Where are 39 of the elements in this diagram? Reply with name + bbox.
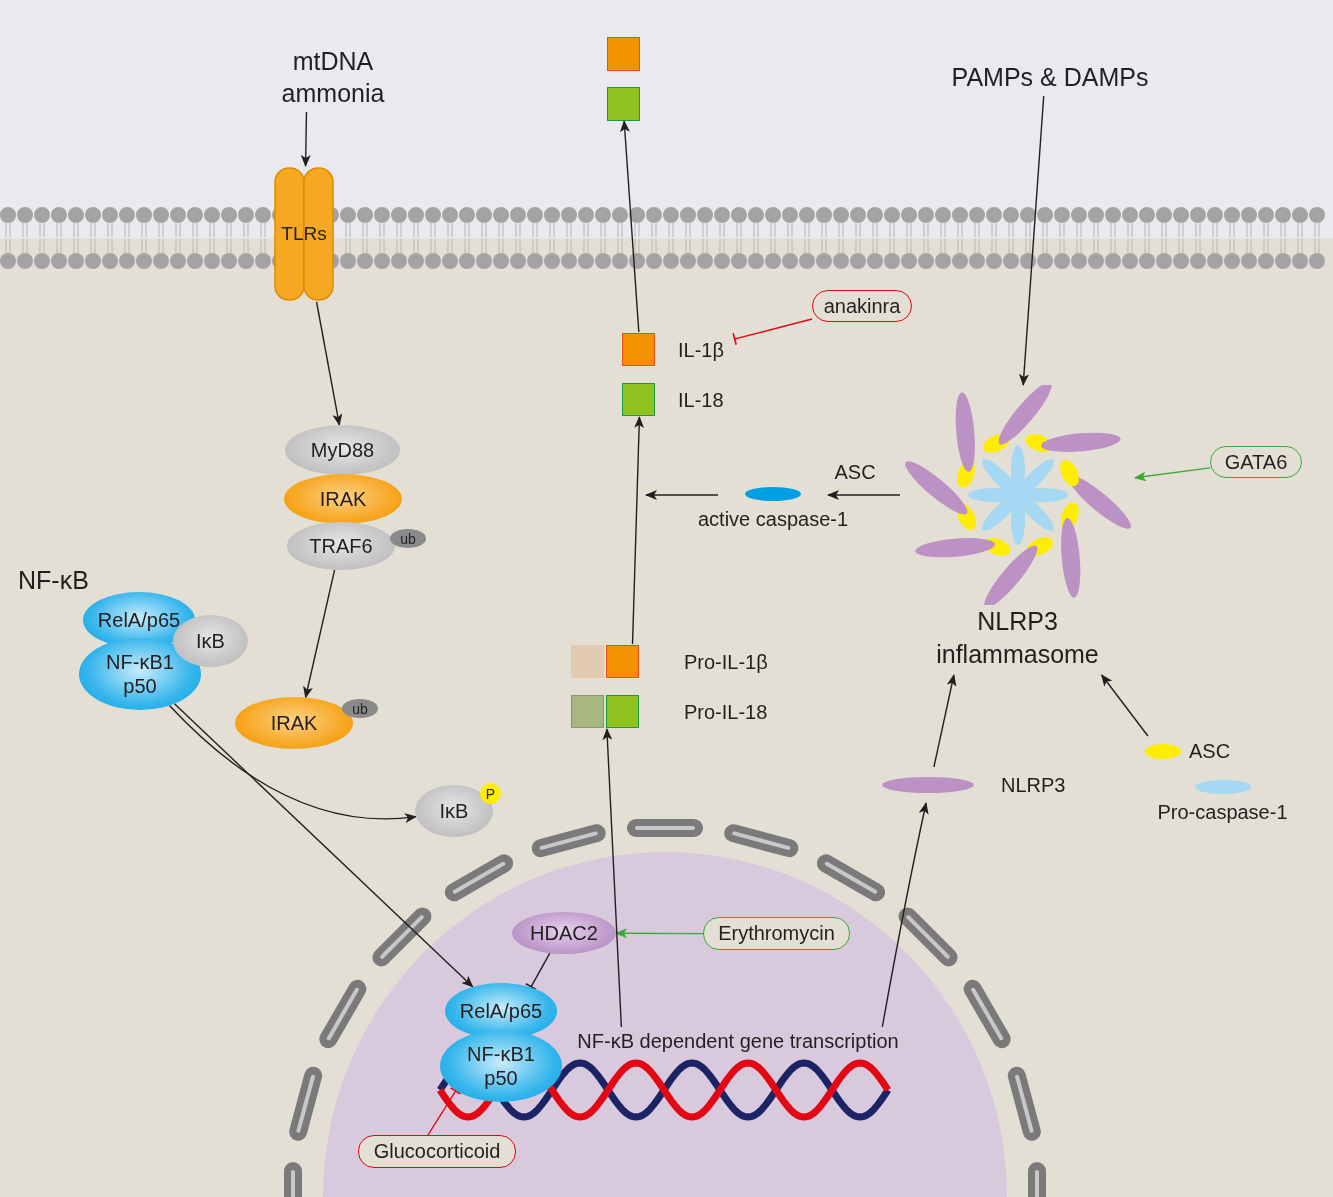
molecule-label: IL-1β [678,337,724,362]
cytokine-square [607,37,640,71]
stimulus-label: mtDNA ammonia [268,42,398,112]
molecule-label: Pro-caspase-1 [1157,800,1288,824]
arrow [315,301,343,426]
arrow [933,674,957,768]
stimulus-label: PAMPs & DAMPs [935,58,1165,96]
arrow [602,728,623,1028]
molecule-label: NLRP3 [1001,773,1066,797]
arrow [1100,674,1149,737]
complex-label: NLRP3 inflammasome [935,606,1100,670]
arrow [881,802,929,1028]
arrow [303,569,336,699]
inhibition-line [732,318,813,345]
arrow [827,490,901,500]
arrow [173,703,474,988]
complex-label: NF-κB [18,566,89,595]
molecule-label: active caspase-1 [697,507,849,531]
inhibition-line [525,952,551,991]
arrow [1019,95,1045,386]
arrow [615,928,704,939]
arrow [168,704,417,823]
receptor-label: TLRs [281,223,327,245]
arrow [619,120,640,333]
inhibition-line [427,1087,462,1136]
drug-label-box: anakinra [812,290,912,322]
molecule-label: ASC [1189,739,1231,763]
drug-label-box: Glucocorticoid [358,1135,516,1168]
arrow [645,490,719,500]
process-label: NF-κB dependent gene transcription [560,1027,916,1055]
molecule-label: IL-18 [678,387,724,412]
drug-label-box: GATA6 [1210,446,1302,478]
molecule-label: Pro-IL-18 [684,699,768,724]
molecule-label: Pro-IL-1β [684,649,768,674]
arrow [631,416,645,645]
arrow [300,111,311,167]
arrow [1134,467,1211,482]
cytokine-square [607,87,640,121]
drug-label-box: Erythromycin [703,917,850,950]
